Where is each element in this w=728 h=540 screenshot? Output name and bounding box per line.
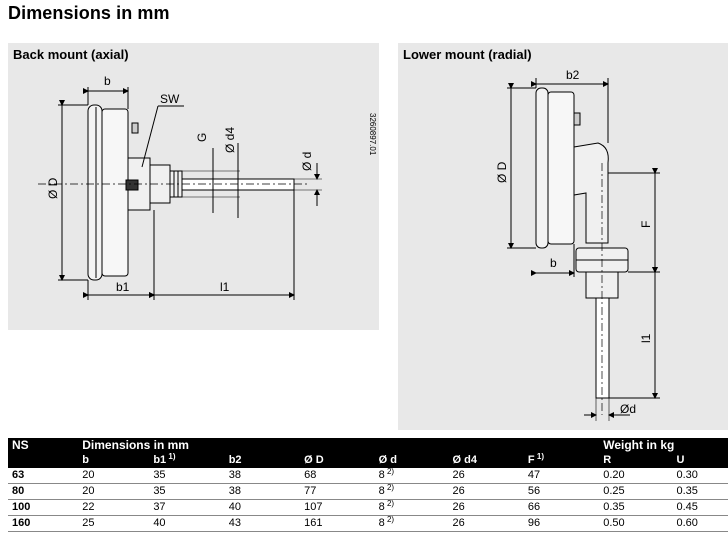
- header-col-3: Ø D: [304, 454, 324, 466]
- label-sw: SW: [160, 92, 180, 106]
- cell-U: 0.45: [672, 499, 728, 516]
- cell-ns: 80: [8, 483, 79, 500]
- label-b: b: [550, 256, 557, 270]
- lower-mount-drawing: b2 Ø D b F l1 Ød: [495, 68, 660, 421]
- header-col-1: b1 1): [153, 452, 176, 467]
- table-column-header: b b1 1) b2 Ø D Ø d Ø d4 F 1) R U: [8, 453, 728, 468]
- cell-D: 77: [300, 483, 375, 500]
- header-col-2: b2: [228, 454, 242, 466]
- cell-F: 96: [523, 515, 600, 532]
- header-col-6: F 1): [527, 452, 544, 467]
- label-D: Ø D: [46, 177, 60, 199]
- cell-b2: 38: [224, 468, 301, 484]
- cell-d4: 26: [448, 483, 524, 500]
- header-col-8: U: [676, 454, 685, 466]
- header-empty: [8, 453, 78, 468]
- cell-b1: 35: [149, 483, 225, 500]
- cell-d: 8 2): [374, 483, 449, 500]
- cell-b: 25: [78, 515, 150, 532]
- label-b1: b1: [116, 280, 130, 294]
- cell-d4: 26: [448, 499, 524, 516]
- cell-d4: 26: [448, 468, 524, 484]
- cell-b2: 43: [224, 515, 301, 532]
- cell-b2: 40: [224, 499, 301, 516]
- cell-U: 0.60: [672, 515, 728, 532]
- cell-b: 20: [78, 483, 150, 500]
- lower-mount-title: Lower mount (radial): [403, 47, 532, 62]
- cell-ns: 100: [8, 499, 79, 516]
- cell-d: 8 2): [374, 515, 449, 532]
- label-d: Ø d: [300, 152, 314, 171]
- cell-ns: 160: [8, 515, 79, 532]
- label-F: F: [639, 221, 653, 228]
- cell-D: 68: [300, 468, 375, 484]
- cell-R: 0.50: [599, 515, 673, 532]
- cell-b1: 40: [149, 515, 225, 532]
- cell-b: 22: [78, 499, 150, 516]
- cell-R: 0.25: [599, 483, 673, 500]
- page-title: Dimensions in mm: [8, 3, 170, 23]
- cell-F: 47: [523, 468, 600, 484]
- header-col-5: Ø d4: [452, 454, 477, 466]
- cell-U: 0.35: [672, 483, 728, 500]
- cell-D: 161: [300, 515, 375, 532]
- label-l1: l1: [220, 280, 230, 294]
- label-l1: l1: [639, 333, 653, 343]
- header-ns: NS: [12, 438, 29, 452]
- drawing-code: 3260897.01: [368, 113, 377, 156]
- header-weight: Weight in kg: [603, 438, 675, 452]
- back-mount-title: Back mount (axial): [13, 47, 129, 62]
- header-dimensions: Dimensions in mm: [82, 438, 189, 452]
- cell-b: 20: [78, 468, 150, 484]
- label-d4: Ø d4: [223, 127, 237, 153]
- label-g: G: [195, 133, 209, 142]
- header-col-7: R: [603, 454, 612, 466]
- back-mount-drawing: b SW G Ø d4 Ø d Ø D b1 l1 3260897.01: [38, 74, 377, 300]
- label-b2: b2: [566, 68, 580, 82]
- header-col-0: b: [82, 454, 89, 466]
- cell-d4: 26: [448, 515, 524, 532]
- back-mount-panel: Back mount (axial): [8, 43, 379, 330]
- cell-U: 0.30: [672, 468, 728, 484]
- header-col-4: Ø d: [378, 454, 397, 466]
- cell-D: 107: [300, 499, 375, 516]
- cell-b2: 38: [224, 483, 301, 500]
- label-d: Ød: [620, 402, 636, 416]
- cell-R: 0.20: [599, 468, 673, 484]
- cell-F: 66: [523, 499, 600, 516]
- label-b: b: [104, 74, 111, 88]
- table-group-header: NS Dimensions in mm Weight in kg: [8, 438, 728, 453]
- cell-ns: 63: [8, 468, 79, 484]
- cell-b1: 35: [149, 468, 225, 484]
- cell-d: 8 2): [374, 468, 449, 484]
- cell-b1: 37: [149, 499, 225, 516]
- cell-d: 8 2): [374, 499, 449, 516]
- cell-F: 56: [523, 483, 600, 500]
- cell-R: 0.35: [599, 499, 673, 516]
- lower-mount-panel: Lower mount (radial): [398, 43, 728, 430]
- label-D: Ø D: [495, 161, 509, 183]
